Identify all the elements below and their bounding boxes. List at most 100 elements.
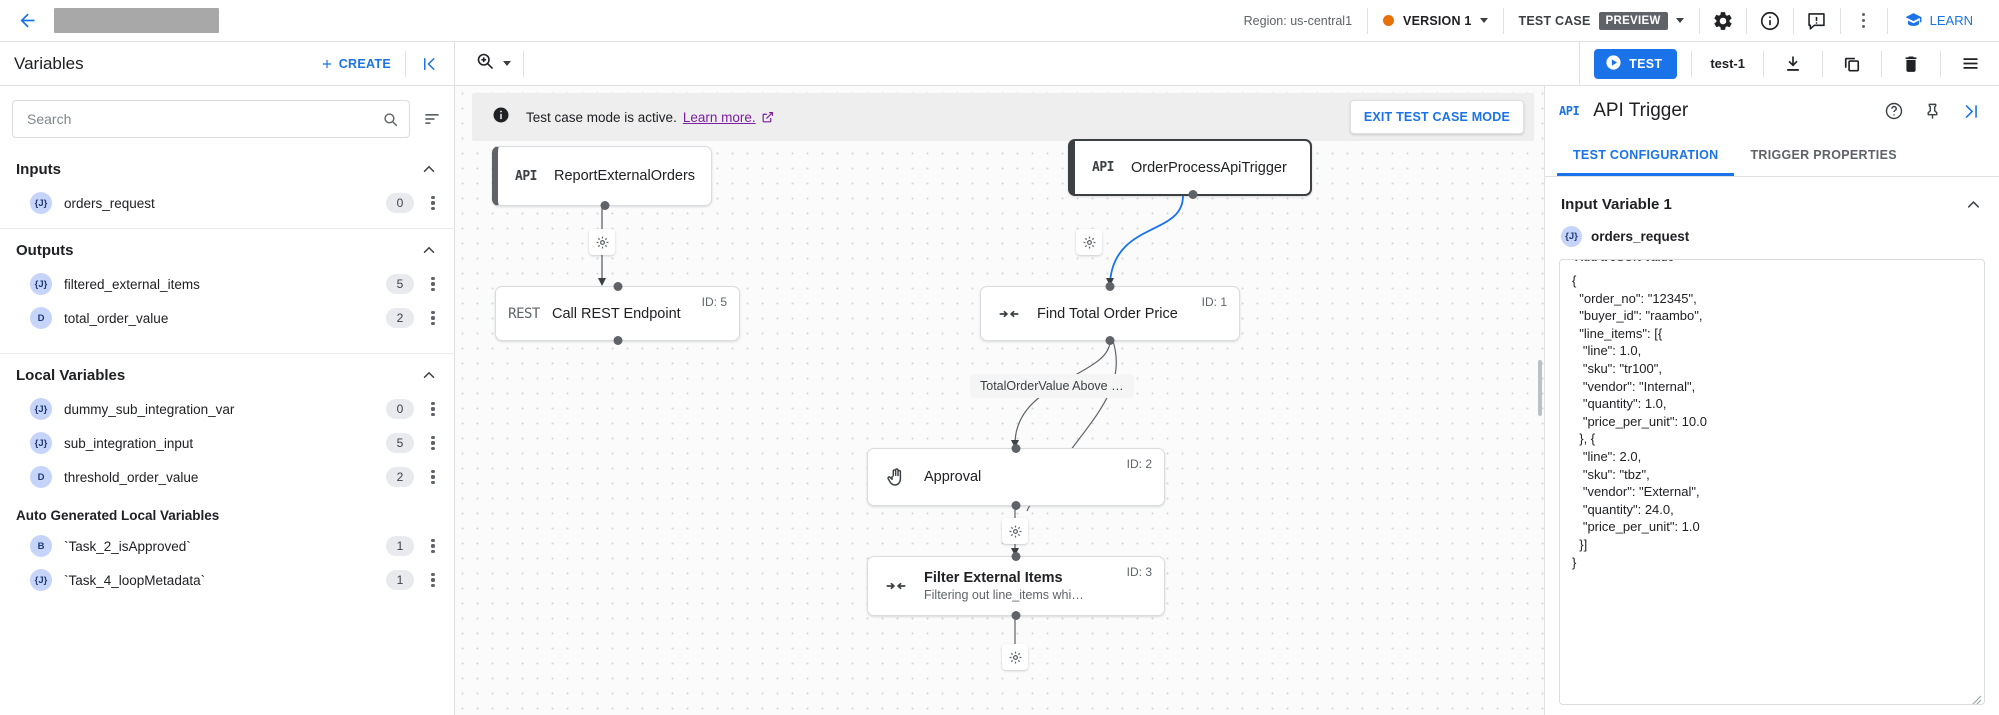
input-variable-section-header[interactable]: Input Variable 1 <box>1545 177 1999 224</box>
play-icon <box>1605 54 1622 74</box>
resize-handle[interactable] <box>1972 692 1982 704</box>
section-inputs: Inputs {J} orders_request 0 <box>0 148 454 229</box>
node-output-port[interactable] <box>1011 611 1021 620</box>
list-icon[interactable] <box>1941 42 1999 85</box>
node-call-rest-endpoint[interactable]: REST Call REST Endpoint ID: 5 <box>495 282 740 345</box>
more-vert-icon[interactable] <box>1841 0 1887 42</box>
json-value-text[interactable]: { "order_no": "12345", "buyer_id": "raam… <box>1572 273 1707 570</box>
node-find-total-order-price[interactable]: Find Total Order Price ID: 1 <box>980 282 1240 345</box>
pin-icon[interactable] <box>1913 91 1951 131</box>
exit-test-case-mode-button[interactable]: EXIT TEST CASE MODE <box>1349 100 1524 134</box>
row-more-vert-icon[interactable] <box>424 469 442 485</box>
chevron-up-icon[interactable] <box>1964 195 1983 214</box>
divider <box>1502 7 1504 34</box>
details-panel-tabs: TEST CONFIGURATION TRIGGER PROPERTIES <box>1545 136 1999 177</box>
variable-row-task-4-loopmetadata[interactable]: {J} `Task_4_loopMetadata` 1 <box>0 563 454 597</box>
node-approval[interactable]: Approval ID: 2 <box>867 444 1165 510</box>
tab-trigger-properties[interactable]: TRIGGER PROPERTIES <box>1750 148 1897 162</box>
collapse-right-icon[interactable] <box>1951 91 1989 131</box>
node-input-port[interactable] <box>1011 552 1021 561</box>
collapse-left-icon[interactable] <box>406 55 454 73</box>
node-input-port[interactable] <box>613 282 622 291</box>
edge-condition-label[interactable]: TotalOrderValue Above … <box>970 374 1134 398</box>
chevron-up-icon[interactable] <box>420 160 438 178</box>
api-icon: API <box>1559 104 1580 118</box>
feedback-icon[interactable] <box>1794 0 1840 42</box>
row-more-vert-icon[interactable] <box>424 401 442 417</box>
section-title: Input Variable 1 <box>1561 196 1672 213</box>
gear-icon[interactable] <box>1700 0 1746 42</box>
node-title: Approval <box>924 469 982 485</box>
copy-icon[interactable] <box>1823 42 1881 85</box>
learn-more-link[interactable]: Learn more. <box>682 109 756 125</box>
chevron-up-icon[interactable] <box>420 366 438 384</box>
json-field-legend: Add a JSON value * <box>1571 260 1686 264</box>
row-more-vert-icon[interactable] <box>424 276 442 292</box>
variable-name: `Task_4_loopMetadata` <box>64 572 206 588</box>
top-bar: Region: us-central1 VERSION 1 TEST CASE … <box>0 0 1999 42</box>
divider <box>1691 50 1693 77</box>
rest-icon: REST <box>496 306 552 322</box>
node-order-process-api-trigger[interactable]: API OrderProcessApiTrigger <box>1068 139 1312 199</box>
api-icon: API <box>498 169 554 184</box>
variable-count-badge: 5 <box>386 274 414 294</box>
variable-row-total-order-value[interactable]: D total_order_value 2 <box>0 301 454 335</box>
node-body: Call REST Endpoint <box>552 306 725 322</box>
edge-gear-icon[interactable] <box>1076 229 1102 255</box>
node-output-port[interactable] <box>1188 190 1197 199</box>
zoom-control[interactable] <box>471 51 523 76</box>
variable-row-dummy-sub-integration-var[interactable]: {J} dummy_sub_integration_var 0 <box>0 392 454 426</box>
back-arrow-icon[interactable] <box>10 4 44 38</box>
variable-row-task-2-isapproved[interactable]: B `Task_2_isApproved` 1 <box>0 529 454 563</box>
divider <box>1698 7 1700 34</box>
section-header-outputs[interactable]: Outputs <box>0 229 454 267</box>
edge-gear-icon[interactable] <box>1002 644 1028 670</box>
create-label: CREATE <box>338 56 391 71</box>
node-input-port[interactable] <box>1011 444 1021 453</box>
edge-gear-icon[interactable] <box>589 229 615 255</box>
info-icon <box>492 106 510 129</box>
section-header-local-variables[interactable]: Local Variables <box>0 354 454 392</box>
divider <box>0 353 454 354</box>
variable-row-threshold-order-value[interactable]: D threshold_order_value 2 <box>0 460 454 494</box>
json-value-field[interactable]: Add a JSON value * { "order_no": "12345"… <box>1559 259 1985 705</box>
node-subtitle: Filtering out line_items whi… <box>924 588 1084 602</box>
download-icon[interactable] <box>1764 42 1822 85</box>
row-more-vert-icon[interactable] <box>424 195 442 211</box>
panel-resize-handle[interactable] <box>1538 360 1542 416</box>
node-report-external-orders[interactable]: API ReportExternalOrders <box>492 146 712 210</box>
node-output-port[interactable] <box>1105 336 1115 345</box>
variable-row-filtered-external-items[interactable]: {J} filtered_external_items 5 <box>0 267 454 301</box>
node-input-port[interactable] <box>1105 282 1115 291</box>
search-box[interactable] <box>12 100 410 138</box>
info-icon[interactable] <box>1747 0 1793 42</box>
row-more-vert-icon[interactable] <box>424 435 442 451</box>
row-more-vert-icon[interactable] <box>424 538 442 554</box>
type-chip-double: D <box>30 307 52 329</box>
flow-canvas[interactable]: Test case mode is active. Learn more. EX… <box>455 86 1544 715</box>
node-output-port[interactable] <box>1011 501 1021 510</box>
variable-row-sub-integration-input[interactable]: {J} sub_integration_input 5 <box>0 426 454 460</box>
version-selector[interactable]: VERSION 1 <box>1368 0 1503 42</box>
variable-row-orders-request[interactable]: {J} orders_request 0 <box>0 186 454 220</box>
node-output-port[interactable] <box>600 201 609 210</box>
search-input[interactable] <box>25 110 382 128</box>
edge-gear-icon[interactable] <box>1002 518 1028 544</box>
help-icon[interactable] <box>1875 91 1913 131</box>
open-in-new-icon[interactable] <box>761 111 774 124</box>
test-case-name[interactable]: test-1 <box>1710 56 1745 71</box>
chevron-up-icon[interactable] <box>420 241 438 259</box>
node-output-port[interactable] <box>613 336 622 345</box>
row-more-vert-icon[interactable] <box>424 310 442 326</box>
create-variable-button[interactable]: CREATE <box>320 57 405 71</box>
tab-test-configuration[interactable]: TEST CONFIGURATION <box>1557 136 1735 176</box>
section-local-variables: Local Variables {J} dummy_sub_integratio… <box>0 354 454 494</box>
test-case-selector[interactable]: TEST CASE PREVIEW <box>1504 0 1699 42</box>
row-more-vert-icon[interactable] <box>424 572 442 588</box>
section-header-inputs[interactable]: Inputs <box>0 148 454 186</box>
test-button[interactable]: TEST <box>1594 49 1678 79</box>
sort-filter-icon[interactable] <box>410 109 442 129</box>
learn-button[interactable]: LEARN <box>1888 10 1985 32</box>
delete-icon[interactable] <box>1882 42 1940 85</box>
node-filter-external-items[interactable]: Filter External Items Filtering out line… <box>867 552 1165 620</box>
